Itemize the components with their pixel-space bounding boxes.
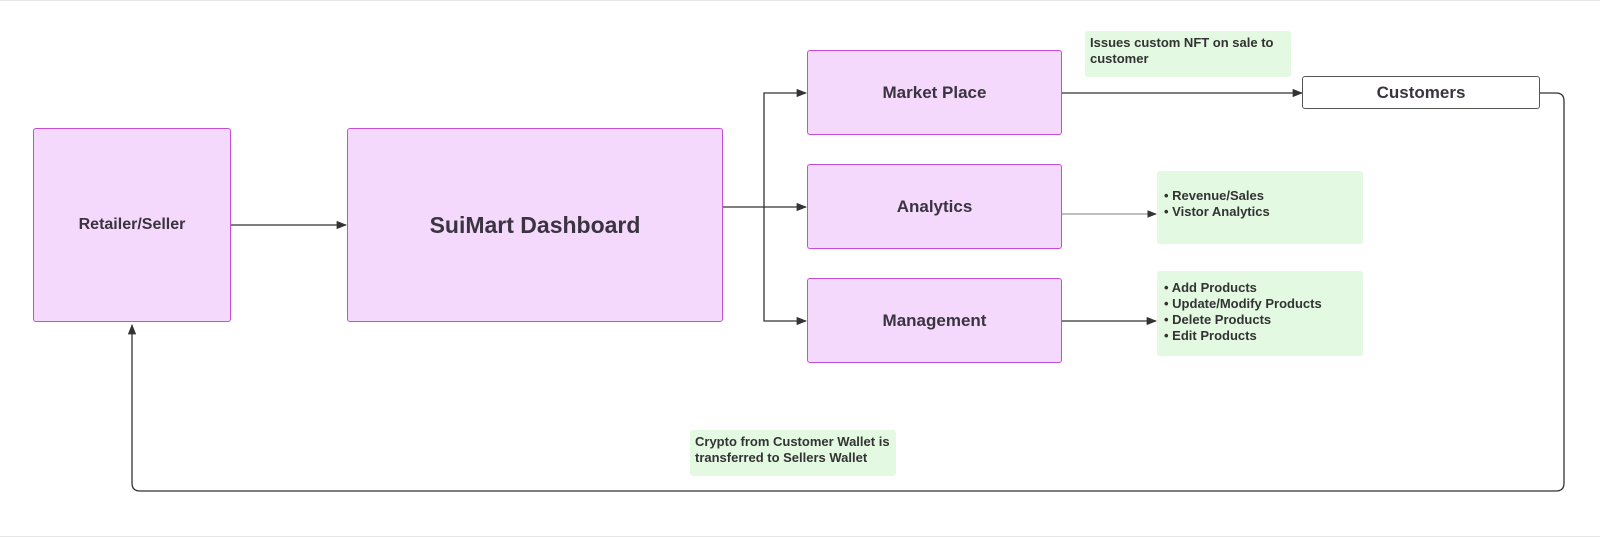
dashboard-node[interactable]: SuiMart Dashboard	[347, 128, 723, 322]
list-item: Vistor Analytics	[1164, 204, 1358, 220]
dashboard-label: SuiMart Dashboard	[429, 211, 641, 238]
analytics-label: Analytics	[896, 196, 973, 216]
analytics-node[interactable]: Analytics	[807, 164, 1062, 249]
arrow-dashboard-to-marketplace	[722, 88, 808, 208]
nft-note-text: Issues custom NFT on sale to customer	[1090, 35, 1274, 66]
list-item: Edit Products	[1164, 328, 1358, 344]
management-notes: Add Products Update/Modify Products Dele…	[1157, 271, 1363, 356]
retailer-label: Retailer/Seller	[78, 216, 186, 233]
arrow-dashboard-to-management	[763, 207, 808, 326]
customers-label: Customers	[1376, 82, 1466, 102]
arrow-customers-to-retailer	[127, 92, 1565, 492]
list-item: Delete Products	[1164, 312, 1358, 328]
list-item: Add Products	[1164, 280, 1358, 296]
marketplace-node[interactable]: Market Place	[807, 50, 1062, 135]
customers-node[interactable]: Customers	[1302, 76, 1540, 109]
list-item: Revenue/Sales	[1164, 188, 1358, 204]
management-label: Management	[882, 310, 987, 330]
list-item: Update/Modify Products	[1164, 296, 1358, 312]
marketplace-label: Market Place	[882, 82, 987, 102]
nft-note: Issues custom NFT on sale to customer	[1085, 31, 1291, 77]
crypto-note-text: Crypto from Customer Wallet is transferr…	[695, 434, 890, 465]
retailer-node[interactable]: Retailer/Seller	[33, 128, 231, 322]
crypto-note: Crypto from Customer Wallet is transferr…	[690, 430, 896, 476]
analytics-notes: Revenue/Sales Vistor Analytics	[1157, 171, 1363, 244]
management-node[interactable]: Management	[807, 278, 1062, 363]
